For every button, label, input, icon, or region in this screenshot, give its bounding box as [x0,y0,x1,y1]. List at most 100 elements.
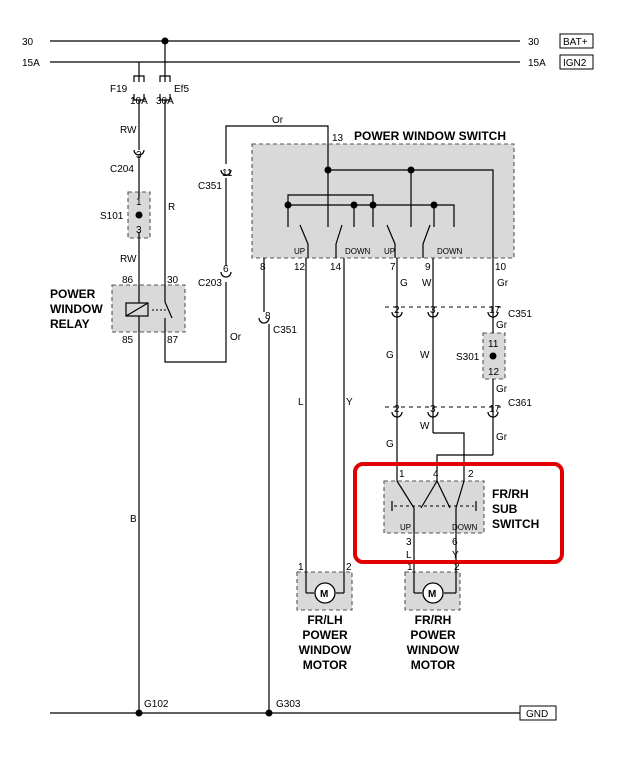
wire-w-mid: W [420,350,430,361]
switch-down-right: DOWN [437,247,463,256]
switch-pin-12: 12 [294,262,306,273]
wire-or-bottom: Or [230,332,242,343]
relay-title-3: RELAY [50,317,90,331]
wire-y-lh: Y [346,397,353,408]
power-window-switch-title: POWER WINDOW SWITCH [354,129,506,143]
rh-motor-title-3: WINDOW [407,643,460,657]
c351-right-pin-2: 2 [394,305,400,316]
sub-switch-pin-1: 1 [399,469,405,480]
fuse-ef5-amp: 30A [156,96,174,107]
relay-title-1: POWER [50,287,96,301]
lh-motor-m: M [320,589,328,600]
rh-motor-title-2: POWER [410,628,456,642]
c351-pin-8: 8 [265,311,271,322]
ign-rail-left-label: 15A [22,58,40,69]
switch-up-left: UP [294,247,305,256]
rh-motor-pin-1: 1 [407,562,413,573]
c361-pin-2: 2 [394,404,400,415]
gnd-tag-box [519,705,557,721]
wire-w-low: W [420,421,430,432]
rh-motor-pin-2: 2 [454,562,460,573]
bat-rail-right-label: 30 [528,37,540,48]
wire-w-top: W [422,278,432,289]
switch-pin-13: 13 [332,133,344,144]
relay-feed-wires [133,100,329,717]
relay-pin-86: 86 [122,275,134,286]
power-window-switch-box [251,143,515,259]
ign-tag-box [559,54,594,70]
relay-pin-85: 85 [122,335,134,346]
wire-y-rh: Y [452,550,459,561]
rh-motor-m: M [428,589,436,600]
lh-motor-pin-2: 2 [346,562,352,573]
switch-pin-7: 7 [390,262,396,273]
s301-label: S301 [456,352,480,363]
c203-pin: 6 [223,264,229,275]
c351-label-mid: C351 [273,325,297,336]
bat-tag-box [559,33,594,49]
s301-pin-12: 12 [488,367,500,378]
switch-up-right: UP [384,247,395,256]
c203-label: C203 [198,278,222,289]
sub-switch-pin-2: 2 [468,469,474,480]
g102-label: G102 [144,699,169,710]
rh-motor-symbol [413,572,457,604]
relay-title-2: WINDOW [50,302,103,316]
sub-switch-pin-6: 6 [452,537,458,548]
main-switch-internals [284,144,494,258]
ign-rail-right-label: 15A [528,58,546,69]
rh-motor-title-1: FR/RH [415,613,452,627]
sub-switch-pin-4: 4 [433,469,439,480]
s301-pin-11: 11 [488,339,499,350]
fuse-f19-label: F19 [110,84,128,95]
c351-label-left: C351 [198,181,222,192]
rh-motor-title-4: MOTOR [411,658,456,672]
wire-g-top: G [400,278,408,289]
bat-tag: BAT+ [563,37,588,48]
wire-gr-c351: Gr [496,320,508,331]
wire-g-mid: G [386,350,394,361]
relay-pin-30: 30 [167,275,179,286]
s101-pin-3: 3 [136,225,142,236]
lh-motor-title-4: MOTOR [303,658,348,672]
lh-motor-wires [305,258,345,572]
g303-label: G303 [276,699,301,710]
c351-right-pin-3: 3 [430,305,436,316]
wire-g-low: G [386,439,394,450]
fuse-f19-amp: 10A [130,96,148,107]
switch-down-left: DOWN [345,247,371,256]
c204-label: C204 [110,164,134,175]
switch-pin-10: 10 [495,262,507,273]
c351-right-pin-17: 17 [489,305,501,316]
sub-switch-title-3: SWITCH [492,517,539,531]
power-rails [50,37,520,714]
bat-rail-left-label: 30 [22,37,34,48]
ign-tag: IGN2 [563,58,587,69]
lh-motor-title-2: POWER [302,628,348,642]
wire-gr-s301: Gr [496,384,508,395]
wire-l-rh: L [406,550,412,561]
wire-or-top: Or [272,115,284,126]
switch-pin-9: 9 [425,262,431,273]
fuse-ef5-label: Ef5 [174,84,189,95]
lh-motor-symbol [305,572,345,604]
c361-pin-3: 3 [430,404,436,415]
wire-r: R [168,202,175,213]
wire-b: B [130,514,137,525]
wire-rw-2: RW [120,254,137,265]
c361-pin-17: 17 [489,404,501,415]
s101-pin-1: 1 [136,197,142,208]
lh-motor-title-1: FR/LH [307,613,342,627]
wire-gr-low: Gr [496,432,508,443]
c351-label-right: C351 [508,309,532,320]
c204-pin: 3 [136,150,142,161]
switch-pin-8: 8 [260,262,266,273]
sub-switch-highlight [353,462,564,564]
c351-pin-11: 11 [222,168,233,179]
wire-gr-top: Gr [497,278,509,289]
wire-l-lh: L [298,397,304,408]
s101-label: S101 [100,211,124,222]
lh-motor-title-3: WINDOW [299,643,352,657]
sub-switch-title-2: SUB [492,502,518,516]
